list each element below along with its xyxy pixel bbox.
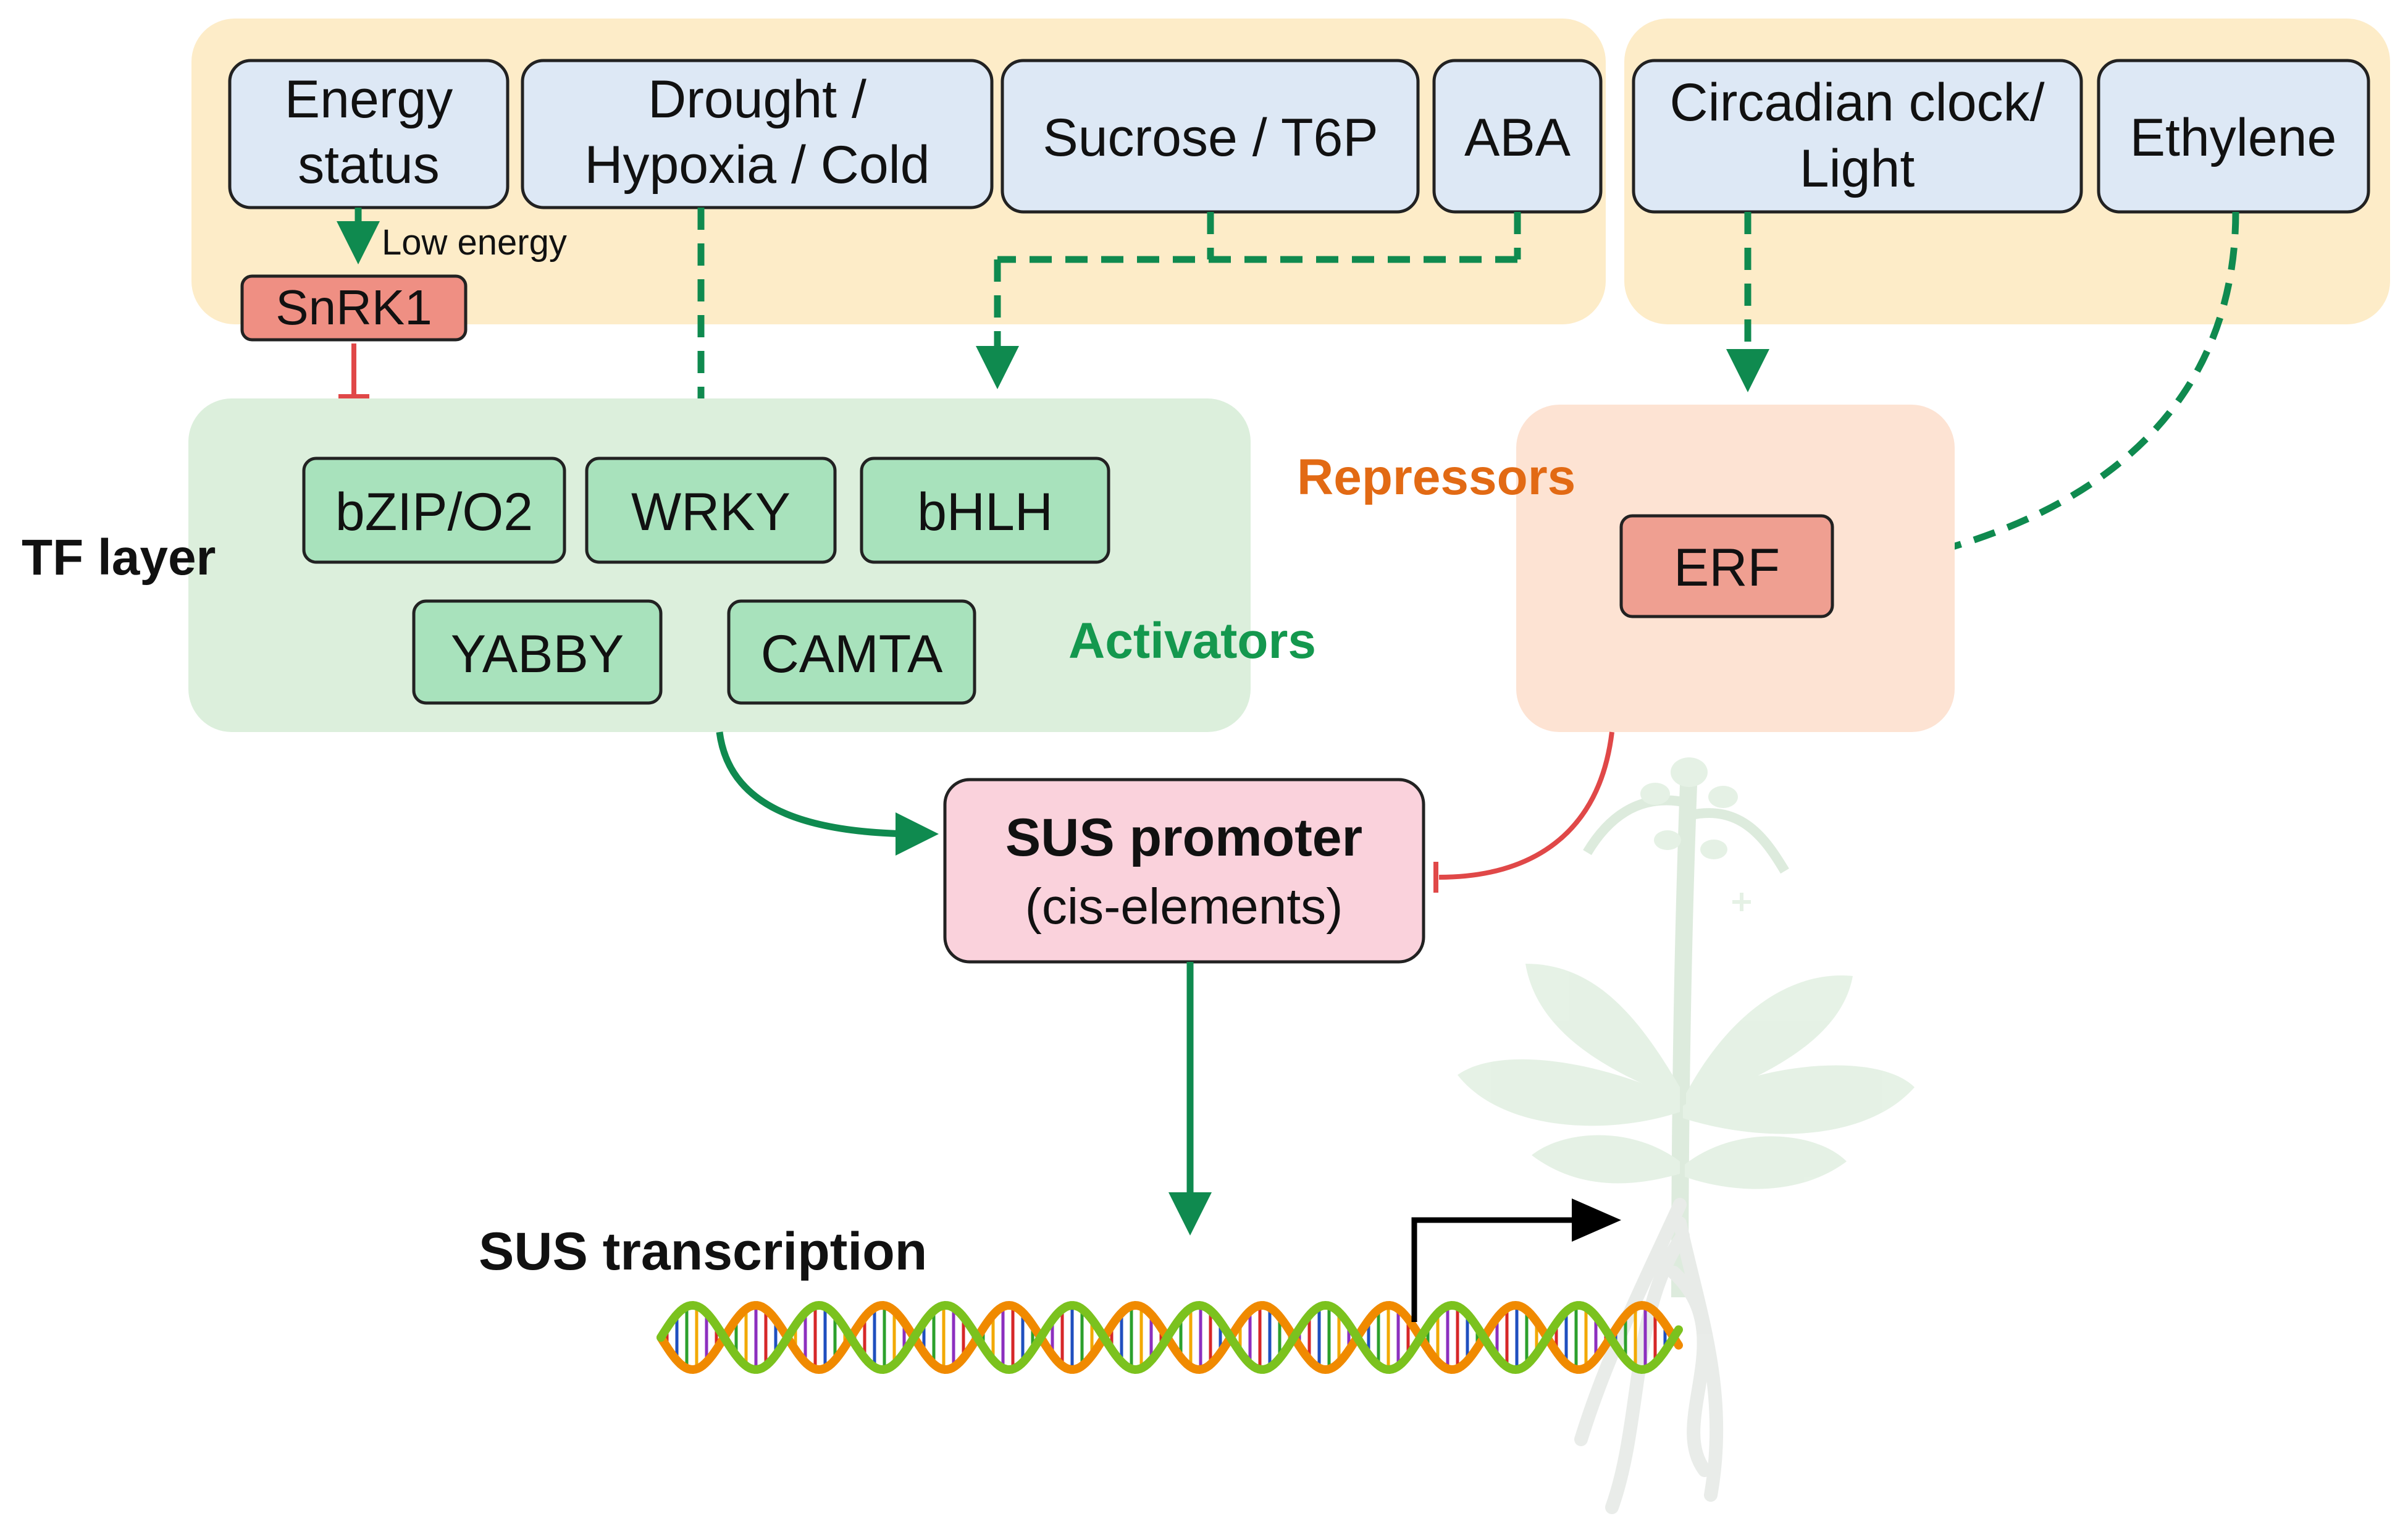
signal-sucrose-label: Sucrose / T6P bbox=[1042, 108, 1378, 167]
signal-circadian-line2: Light bbox=[1800, 139, 1915, 198]
sus-transcription-label: SUS transcription bbox=[479, 1222, 927, 1281]
activators-panel bbox=[188, 398, 1251, 732]
tf-bhlh: bHLH bbox=[860, 457, 1110, 564]
signal-circadian-line1: Circadian clock/ bbox=[1670, 73, 2045, 132]
snrk1-label: SnRK1 bbox=[275, 280, 432, 335]
signal-drought-line1: Drought / bbox=[648, 70, 866, 129]
low-energy-label: Low energy bbox=[382, 222, 567, 263]
signal-circadian-light: Circadian clock/ Light bbox=[1632, 59, 2083, 214]
signal-aba-label: ABA bbox=[1464, 108, 1571, 167]
snrk1-box: SnRK1 bbox=[240, 274, 468, 342]
snrk1-inhibition bbox=[338, 343, 369, 399]
sus-promoter-title: SUS promoter bbox=[1005, 808, 1362, 867]
tf-yabby: YABBY bbox=[412, 599, 663, 705]
signal-ethylene-label: Ethylene bbox=[2130, 108, 2337, 167]
signal-energy-status: Energy status bbox=[228, 59, 510, 209]
sucrose-aba-connector bbox=[997, 212, 1521, 263]
tf-camta-label: CAMTA bbox=[761, 625, 943, 684]
repressors-label: Repressors bbox=[1297, 449, 1575, 505]
tf-bzip-o2: bZIP/O2 bbox=[302, 457, 566, 564]
sus-promoter-subtitle: (cis-elements) bbox=[1025, 878, 1343, 935]
tf-yabby-label: YABBY bbox=[451, 625, 624, 684]
erf-to-promoter-inhibition bbox=[1433, 731, 1614, 893]
tf-wrky-label: WRKY bbox=[631, 482, 791, 542]
signal-drought-hypoxia-cold: Drought / Hypoxia / Cold bbox=[521, 59, 994, 209]
tf-wrky: WRKY bbox=[585, 457, 837, 564]
ethylene-to-erf-arrow bbox=[1840, 211, 2239, 586]
tf-erf: ERF bbox=[1619, 514, 1834, 618]
transcription-start-arrow bbox=[1411, 1198, 1621, 1322]
signal-drought-line2: Hypoxia / Cold bbox=[584, 135, 929, 195]
signal-energy-line2: status bbox=[298, 135, 439, 195]
tf-erf-label: ERF bbox=[1674, 538, 1780, 597]
tf-bhlh-label: bHLH bbox=[917, 482, 1053, 542]
tf-camta: CAMTA bbox=[727, 599, 976, 705]
sus-promoter-box: SUS promoter (cis-elements) bbox=[943, 778, 1425, 964]
tf-layer-label: TF layer bbox=[22, 529, 216, 586]
dna-helix-icon bbox=[657, 1300, 1683, 1375]
signal-sucrose-t6p: Sucrose / T6P bbox=[1001, 59, 1420, 214]
signal-energy-line1: Energy bbox=[285, 70, 453, 129]
signal-ethylene: Ethylene bbox=[2097, 59, 2370, 214]
tf-bzip-o2-label: bZIP/O2 bbox=[335, 482, 533, 542]
activators-label: Activators bbox=[1068, 613, 1316, 669]
plant-silhouette-icon bbox=[1458, 757, 1915, 1514]
signal-aba: ABA bbox=[1432, 59, 1603, 214]
activators-to-promoter-arrow bbox=[716, 731, 939, 856]
